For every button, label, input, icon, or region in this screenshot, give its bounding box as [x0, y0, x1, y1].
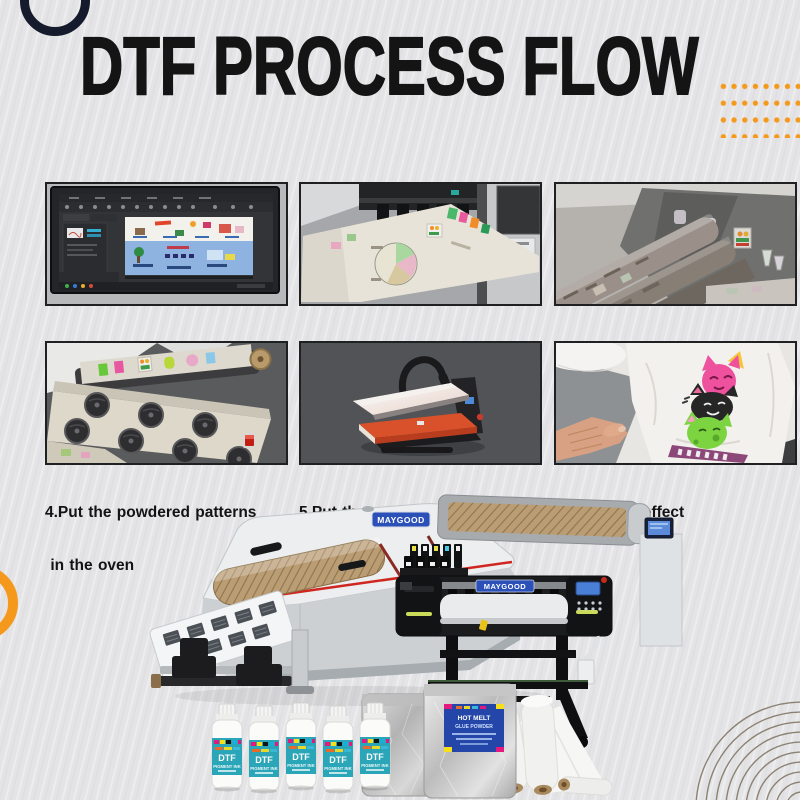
printer-brand-plate: MAYGOOD [475, 579, 535, 593]
decor-ring-top-left [20, 0, 90, 36]
shaker-brand-plate: MAYGOOD [371, 511, 431, 528]
printer-control-panel [575, 577, 607, 611]
decor-concentric-arcs [695, 701, 800, 800]
ink-bottle-3 [285, 702, 317, 791]
step-photo-6-stamped-shirt [554, 341, 797, 465]
step-card-6: 6.Stamping effect [554, 341, 800, 592]
media-roll-bar [151, 629, 314, 694]
film-rollers [556, 214, 756, 304]
monitor [50, 186, 280, 294]
printer-gantry [359, 184, 491, 220]
heat-press-machine [353, 356, 484, 453]
oven-fans [64, 392, 252, 463]
powder-bag-label: HOT MELT GLUE POWDER [444, 704, 504, 752]
svg-text:MAYGOOD: MAYGOOD [484, 582, 526, 591]
step-photo-1-computer-design [45, 182, 288, 306]
bag-label-line2: GLUE POWDER [455, 724, 493, 730]
step-card-4: 4.Put the powdered patterns in the oven [45, 341, 297, 609]
printed-film-sheet [301, 204, 539, 302]
powder-bag-front: HOT MELT GLUE POWDER [423, 683, 517, 799]
ink-bottle-1 [211, 703, 243, 792]
step-caption-4: 4.Put the powdered patterns in the oven [45, 469, 297, 609]
step-photo-4-curing-oven [45, 341, 288, 465]
design-canvas [125, 217, 253, 275]
caption-line: in the oven [45, 556, 135, 574]
lid-handle [250, 542, 282, 556]
product-composite: DTF PIGMENT INK [149, 494, 800, 800]
ink-bottle-5 [359, 702, 391, 791]
top-conveyor [437, 494, 651, 546]
taskbar-icons [65, 284, 265, 288]
film-big-design [371, 242, 418, 286]
step-photo-2-printer-printing [299, 182, 542, 306]
film-on-roller [74, 344, 272, 393]
hand [556, 417, 628, 461]
upper-platen [353, 383, 469, 415]
mesh-roller [211, 537, 386, 606]
film-sticker [137, 356, 153, 373]
svg-text:MAYGOOD: MAYGOOD [377, 515, 425, 525]
lower-platen [359, 413, 477, 438]
ink-bottle-4 [322, 705, 354, 794]
bag-label-line1: HOT MELT [458, 715, 491, 722]
decor-dots-grid [716, 76, 800, 138]
cat-stack-print [668, 351, 748, 463]
step-photo-3-powder-spread [554, 182, 797, 306]
page-title: DTF PROCESS FLOW [79, 20, 699, 113]
power-switch [243, 433, 256, 448]
caption-line: 4.Put the powdered patterns [45, 504, 257, 521]
press-handle [398, 356, 447, 397]
side-display [639, 517, 683, 647]
step-photo-5-heat-press [299, 341, 542, 465]
oven-panel [47, 381, 271, 463]
film-foreground [706, 278, 795, 304]
ink-bottle-2 [248, 705, 280, 794]
reversed-sticker [733, 227, 752, 249]
film-sticker [426, 223, 443, 238]
